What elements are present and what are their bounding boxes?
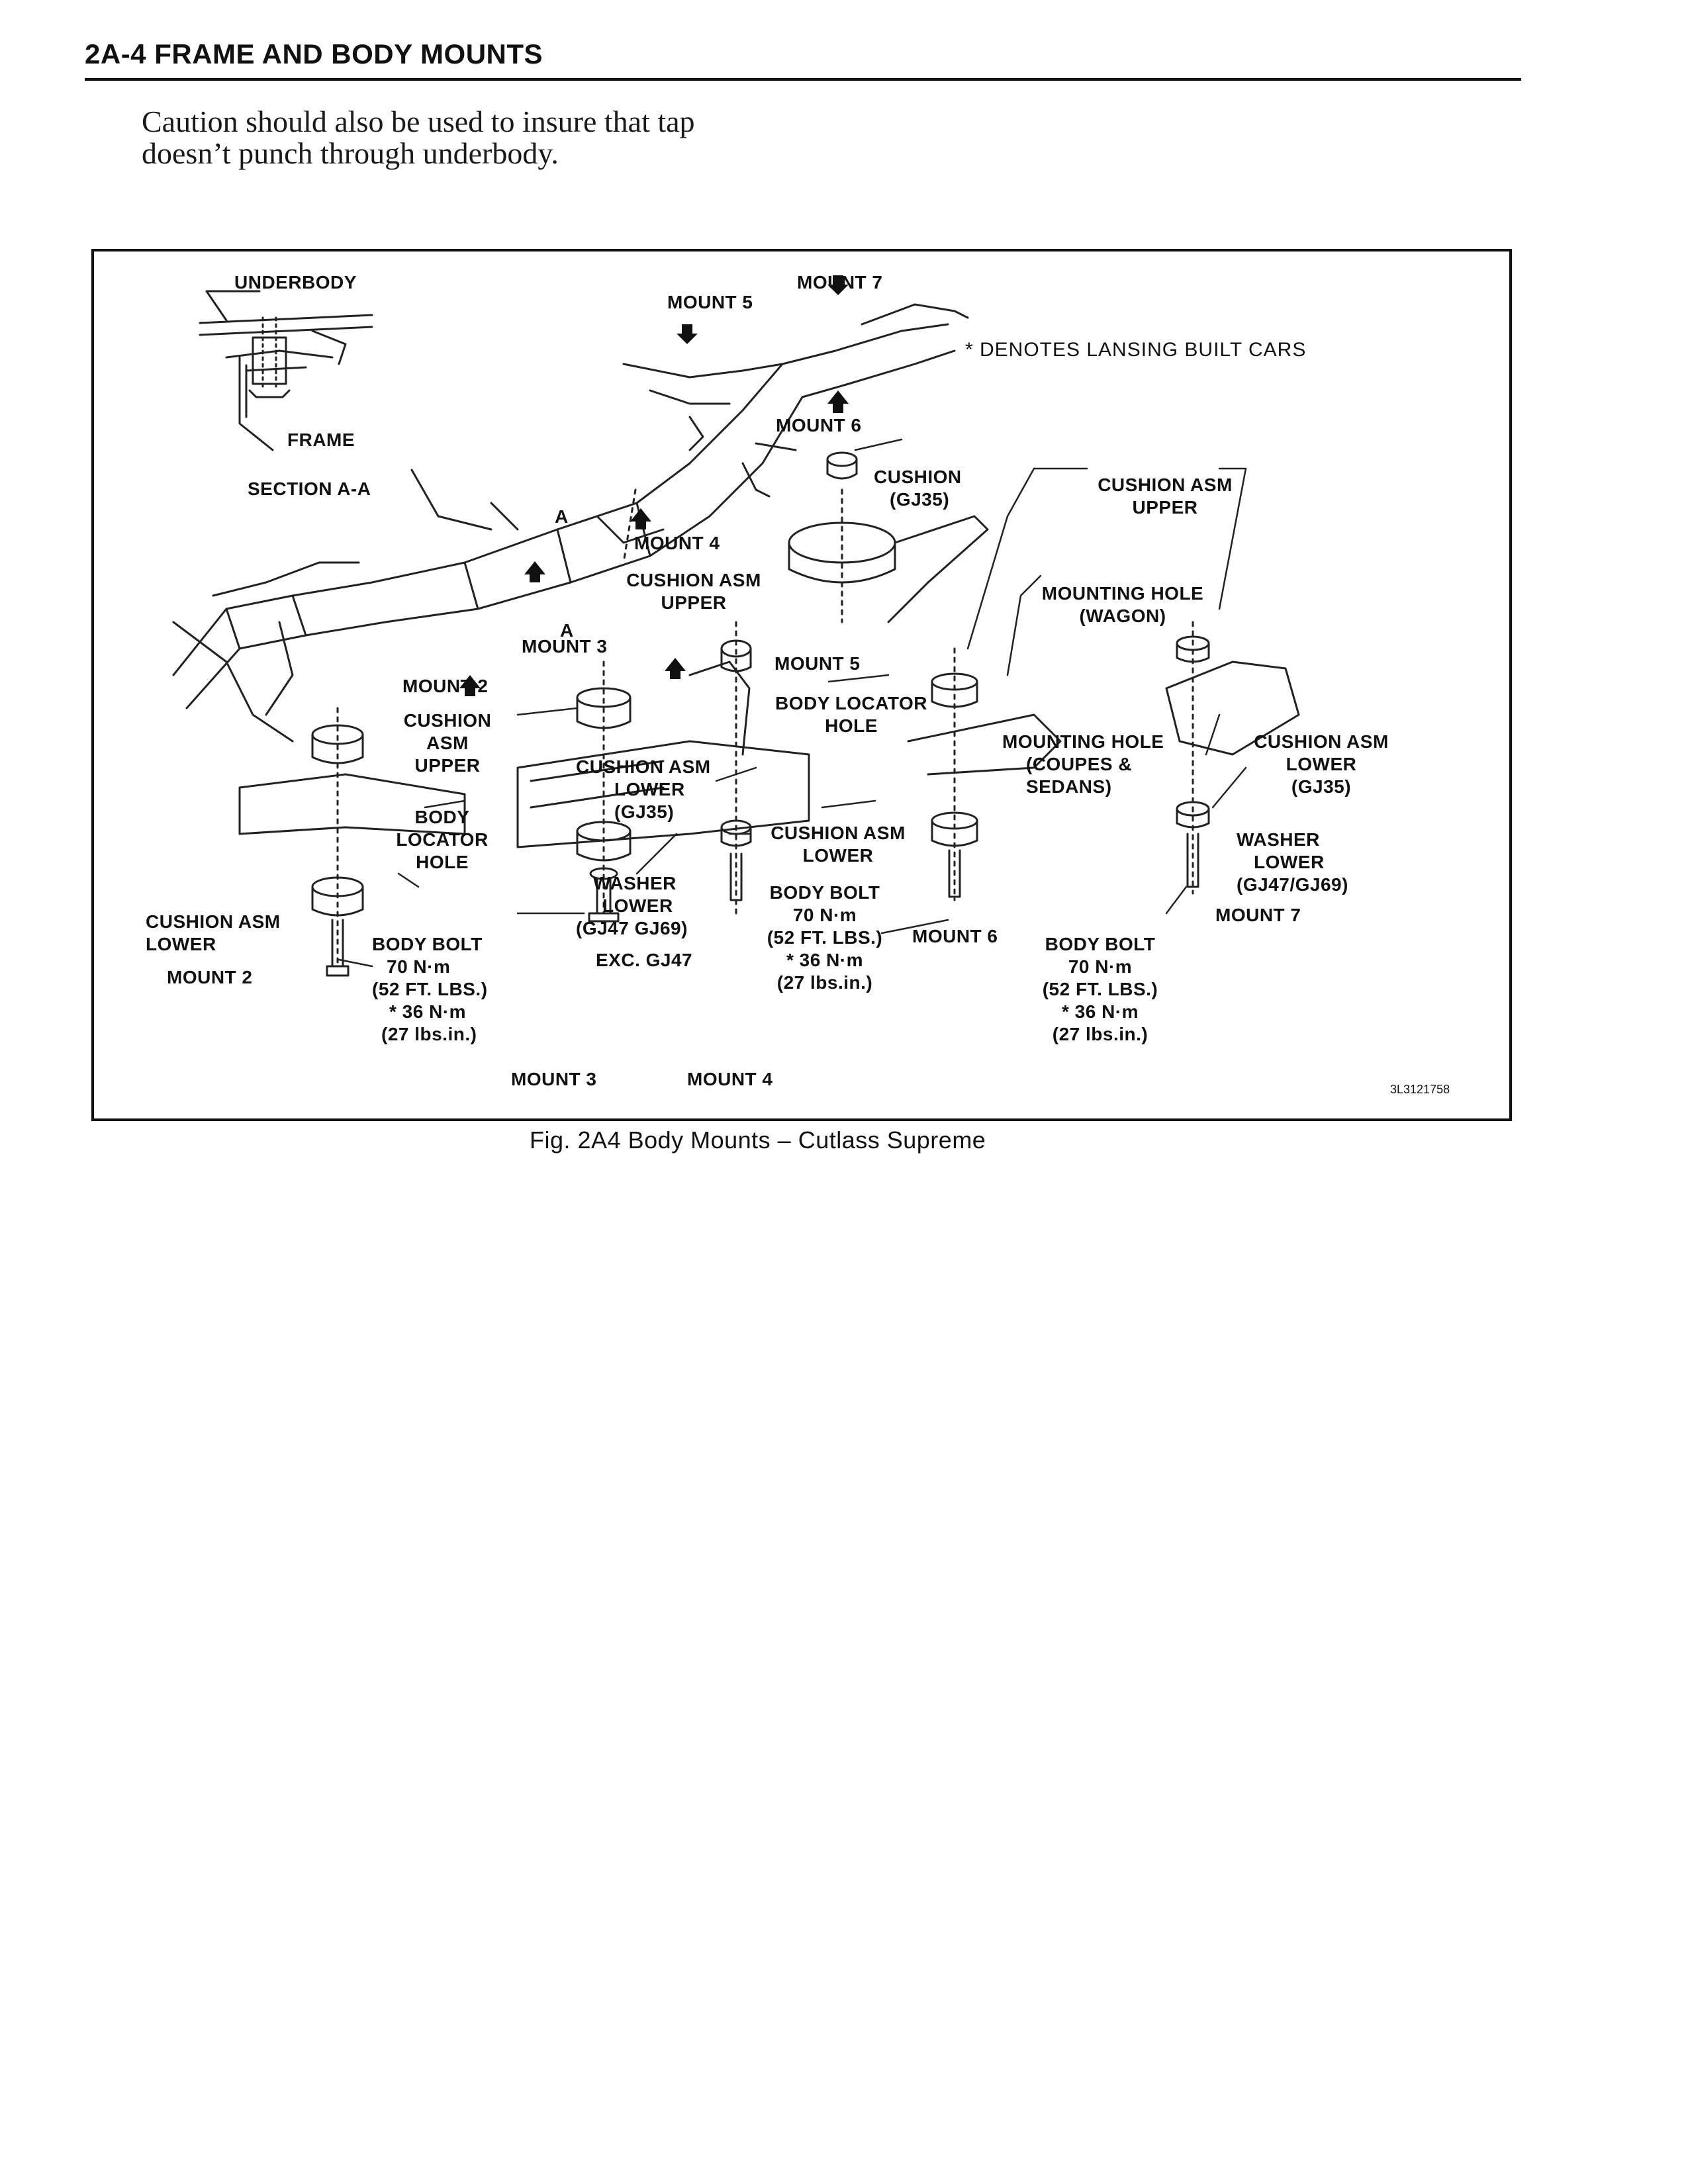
label-mount-5-mid: MOUNT 5 [774,653,861,674]
frame-rail [172,303,969,743]
label-cushion-asm-upper-mid: CUSHION ASM UPPER [626,570,761,613]
label-underbody: UNDERBODY [234,272,357,293]
section-line [622,488,637,564]
label-body-bolt-mid: BODY BOLT 70 N·m (52 FT. LBS.) * 36 N·m … [767,882,883,993]
mount3-4-stack [516,660,810,923]
label-mount-2-frame: MOUNT 2 [402,676,489,696]
figure-caption: Fig. 2A4 Body Mounts – Cutlass Supreme [530,1126,986,1154]
intro-line-2: doesn’t punch through underbody. [142,136,559,170]
label-section-a-upper: A [555,506,569,527]
label-frame: FRAME [287,430,355,450]
label-mount-3-bottom: MOUNT 3 [511,1069,597,1089]
label-section-a-lower: A [560,620,574,641]
intro-paragraph: Caution should also be used to insure th… [142,106,870,169]
label-mount-7-top: MOUNT 7 [797,272,883,293]
label-washer-lower-right: WASHER LOWER (GJ47/GJ69) [1237,829,1348,895]
label-cushion-asm-upper-right: CUSHION ASM UPPER [1098,475,1233,518]
label-mount-3-frame: MOUNT 3 [522,636,608,657]
header-rule [85,78,1521,81]
label-washer-lower-mid: WASHER LOWER (GJ47 GJ69) [576,873,688,938]
label-body-locator-hole-left: BODY LOCATOR HOLE [396,807,489,872]
label-mount-5-top: MOUNT 5 [667,292,753,312]
label-body-locator-hole-mid: BODY LOCATOR HOLE [774,693,927,736]
section-aa-detail [199,290,373,451]
label-body-bolt-right: BODY BOLT 70 N·m (52 FT. LBS.) * 36 N·m … [1042,934,1158,1044]
mount6-stack [907,647,1062,901]
label-mount-4-bottom: MOUNT 4 [687,1069,773,1089]
label-cushion-asm-lower-left: CUSHION ASM LOWER [146,911,281,954]
label-exc-gj47: EXC. GJ47 [596,950,693,970]
label-cushion-gj35: CUSHION (GJ35) [874,467,962,510]
label-mounting-hole-wagon: MOUNTING HOLE (WAGON) [1041,583,1204,626]
mount4-stack [720,621,752,915]
label-mounting-hole-coupes: MOUNTING HOLE (COUPES & SEDANS) [1002,731,1164,797]
note-lansing: * DENOTES LANSING BUILT CARS [965,339,1307,361]
leader-lines [338,438,1247,968]
figure-id: 3L3121758 [1390,1083,1450,1096]
label-cushion-asm-lower-gj35-mid: CUSHION ASM LOWER (GJ35) [576,756,711,822]
label-body-bolt-left: BODY BOLT 70 N·m (52 FT. LBS.) * 36 N·m … [372,934,488,1044]
label-section-aa: SECTION A-A [248,478,371,499]
mount-arrows [459,275,849,696]
label-mount-6-top: MOUNT 6 [776,415,862,435]
label-cushion-asm-upper-left: CUSHION ASM UPPER [403,710,492,776]
page-header-title: 2A-4 FRAME AND BODY MOUNTS [85,38,543,69]
label-mount-4-frame: MOUNT 4 [634,533,720,553]
label-cushion-asm-lower-mid: CUSHION ASM LOWER [771,823,906,866]
label-mount-2-bottom: MOUNT 2 [167,967,253,987]
mount7-stack [1165,621,1300,895]
body-mounts-illustration [172,275,1300,977]
mount5-upper-stack [788,451,989,623]
label-mount-6-bottom: MOUNT 6 [912,926,998,946]
label-cushion-asm-lower-gj35-right: CUSHION ASM LOWER (GJ35) [1254,731,1389,797]
mount2-stack [238,707,466,977]
figure-frame: UNDERBODY FRAME SECTION A-A MOUNT 5 MOUN… [91,249,1512,1121]
label-mount-7-bottom: MOUNT 7 [1215,905,1301,925]
intro-line-1: Caution should also be used to insure th… [142,105,695,138]
